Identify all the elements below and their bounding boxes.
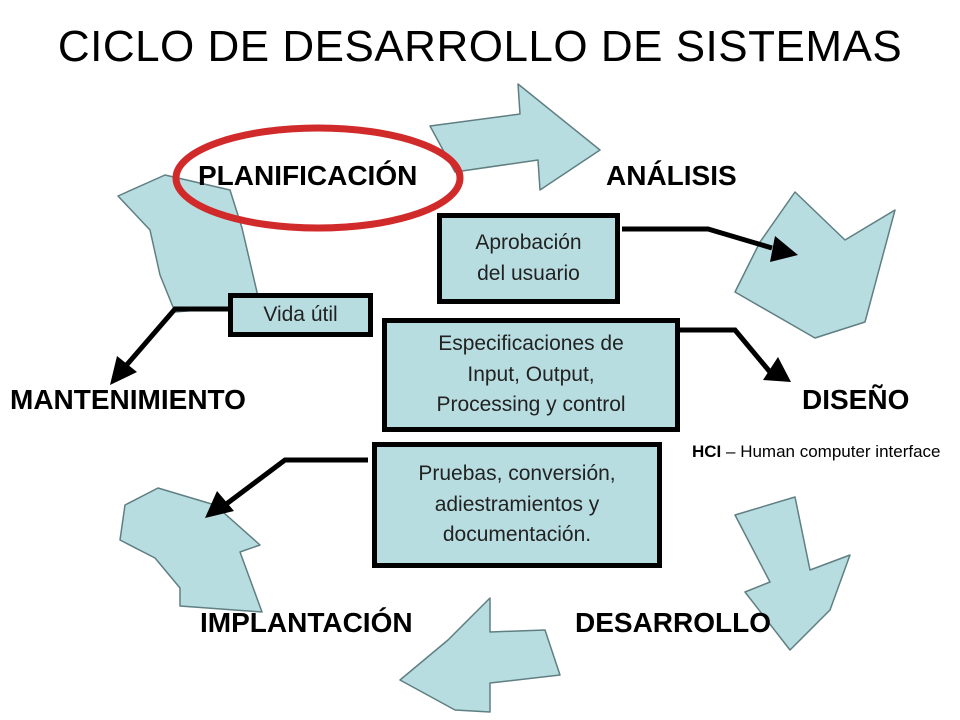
cycle-arrow-desarrollo-to-implantacion xyxy=(399,597,561,713)
stage-desarrollo: DESARROLLO xyxy=(575,607,771,638)
box-aprobacion-usuario: Aprobación del usuario xyxy=(437,213,620,304)
stage-planificacion: PLANIFICACIÓN xyxy=(198,160,418,191)
aprobacion-line-1: Aprobación xyxy=(475,231,582,255)
connector-aprobacion-to-analisis-arrow xyxy=(622,226,773,251)
page-title: CICLO DE DESARROLLO DE SISTEMAS xyxy=(57,22,903,71)
cycle-arrow-diseno-to-desarrollo xyxy=(734,496,851,651)
vida-util-label: Vida útil xyxy=(263,302,338,326)
box-pruebas: Pruebas, conversión, adiestramientos y d… xyxy=(372,442,662,568)
stage-mantenimiento: MANTENIMIENTO xyxy=(10,384,246,415)
hci-abbreviation: HCI xyxy=(692,442,722,461)
box-especificaciones: Especificaciones de Input, Output, Proce… xyxy=(382,318,680,432)
stage-implantacion: IMPLANTACIÓN xyxy=(200,607,413,638)
cycle-arrow-planificacion-to-analisis xyxy=(429,83,601,191)
planificacion-highlight-ellipse xyxy=(172,124,464,232)
stage-analisis: ANÁLISIS xyxy=(606,160,737,191)
box-vida-util: Vida útil xyxy=(228,293,373,337)
arrowhead-to-analisis xyxy=(770,236,798,262)
cycle-arrow-analisis-to-diseno xyxy=(734,191,896,339)
connector-especificaciones-to-diseno xyxy=(678,327,772,374)
connector-vida-util-to-mantenimiento xyxy=(122,306,232,370)
connector-pruebas-to-implantacion xyxy=(223,457,368,507)
arrowhead-to-implantacion xyxy=(205,491,234,518)
stage-diseno: DISEÑO xyxy=(802,384,910,415)
pruebas-line-2: adiestramientos y xyxy=(434,492,600,516)
especificaciones-line-1: Especificaciones de xyxy=(438,332,624,356)
pruebas-line-3: documentación. xyxy=(442,523,592,547)
hci-note: HCI – Human computer interface xyxy=(692,440,954,465)
especificaciones-line-2: Input, Output, xyxy=(467,362,595,386)
arrowhead-to-mantenimiento xyxy=(110,356,137,385)
aprobacion-line-2: del usuario xyxy=(477,261,580,285)
especificaciones-line-3: Processing y control xyxy=(436,393,626,417)
arrowhead-to-diseno xyxy=(763,357,791,382)
pruebas-line-1: Pruebas, conversión, xyxy=(418,462,616,486)
hci-description: – Human computer interface xyxy=(726,442,941,461)
cycle-arrow-implantacion-to-mantenimiento xyxy=(119,487,263,613)
